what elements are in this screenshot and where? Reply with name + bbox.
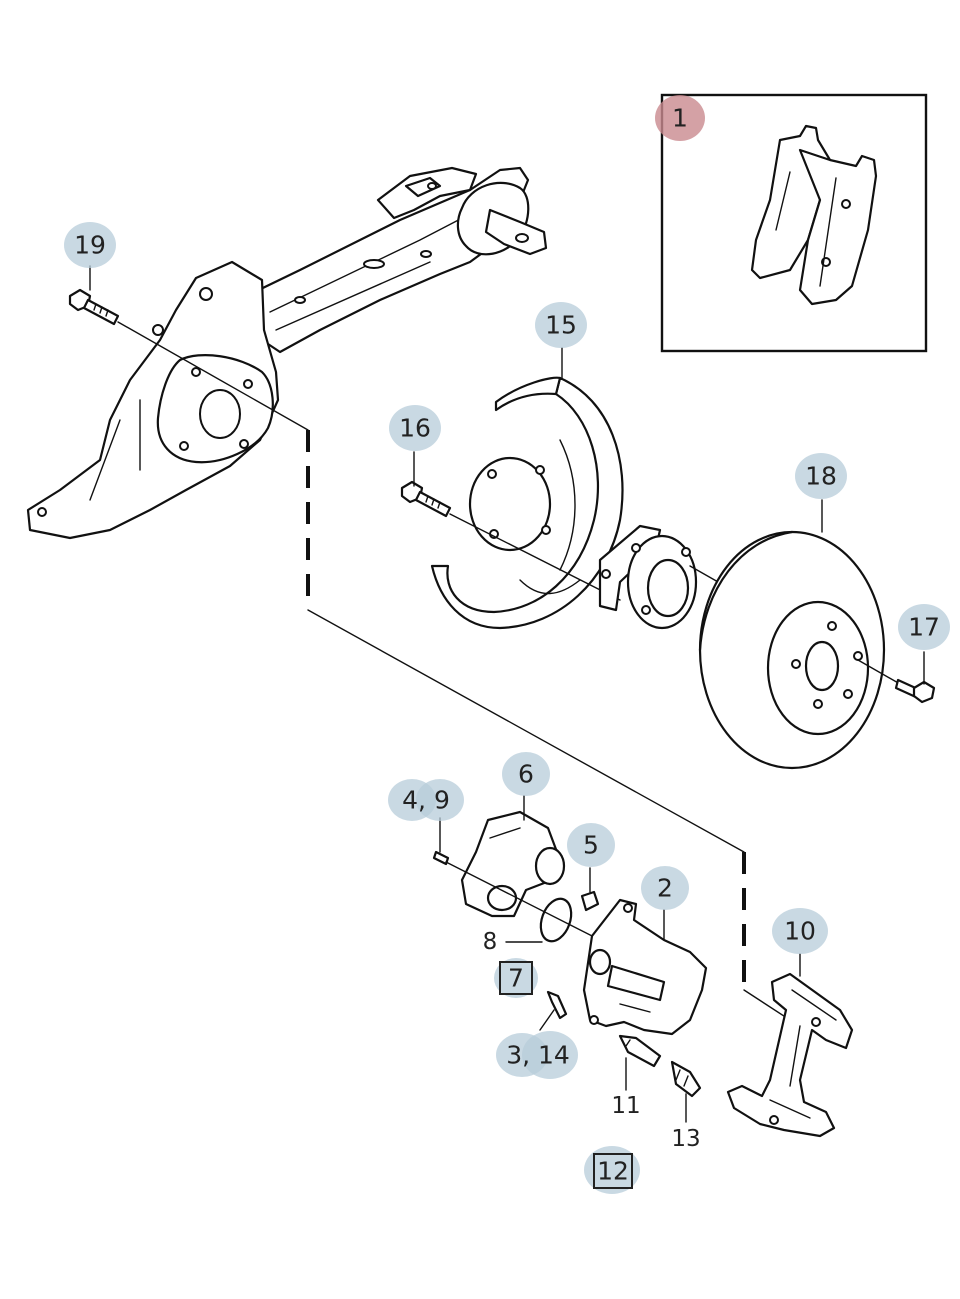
parking-brake-motor-6[interactable] [460, 810, 566, 918]
callout-11[interactable]: 11 [611, 1093, 640, 1119]
svg-text:6: 6 [518, 760, 534, 789]
svg-text:11: 11 [611, 1093, 640, 1119]
disc-screw-17[interactable] [894, 678, 936, 704]
callout-18[interactable]: 18 [795, 453, 847, 499]
svg-text:1: 1 [672, 104, 688, 133]
svg-text:15: 15 [545, 311, 577, 340]
svg-text:5: 5 [583, 831, 599, 860]
wheel-knuckle-trailing-arm[interactable] [26, 166, 548, 540]
motor-screw-4-9[interactable] [432, 850, 450, 866]
svg-text:10: 10 [784, 917, 816, 946]
bleed-screw-5[interactable] [580, 890, 600, 912]
svg-text:3, 14: 3, 14 [506, 1041, 570, 1070]
brake-disc-18[interactable] [698, 530, 886, 770]
svg-text:19: 19 [74, 231, 106, 260]
callout-5[interactable]: 5 [567, 823, 615, 867]
brake-caliper-2[interactable] [582, 898, 708, 1036]
callout-1[interactable]: 1 [655, 95, 705, 141]
callout-10[interactable]: 10 [772, 908, 828, 954]
svg-text:4, 9: 4, 9 [402, 786, 450, 815]
callout-15[interactable]: 15 [535, 302, 587, 348]
shield-bolt-16[interactable] [400, 480, 452, 518]
caliper-bracket-10[interactable] [726, 972, 854, 1138]
callout-19[interactable]: 19 [64, 222, 116, 268]
callout-4-9[interactable]: 4, 9 [388, 779, 464, 821]
knuckle-bolt-19[interactable] [68, 288, 120, 326]
guide-pin-11[interactable] [618, 1034, 662, 1068]
callout-13[interactable]: 13 [671, 1126, 700, 1152]
callout-7[interactable]: 7 [494, 958, 538, 998]
callout-12[interactable]: 12 [584, 1146, 640, 1194]
svg-text:7: 7 [508, 964, 524, 993]
callout-17[interactable]: 17 [898, 604, 950, 650]
brake-dust-shield-15[interactable] [430, 376, 624, 630]
callout-6[interactable]: 6 [502, 752, 550, 796]
svg-text:18: 18 [805, 462, 837, 491]
svg-text:17: 17 [908, 613, 940, 642]
callout-16[interactable]: 16 [389, 405, 441, 451]
guide-pin-13[interactable] [670, 1060, 702, 1098]
svg-text:12: 12 [597, 1157, 629, 1186]
svg-text:13: 13 [671, 1126, 700, 1152]
callout-3-14[interactable]: 3, 14 [496, 1031, 578, 1079]
caliper-bolt-3-14[interactable] [546, 990, 568, 1020]
callout-8[interactable]: 8 [483, 929, 498, 955]
svg-text:16: 16 [399, 414, 431, 443]
brake-pad-set-icon[interactable] [750, 124, 878, 306]
o-ring-8[interactable] [535, 895, 576, 946]
svg-text:8: 8 [483, 929, 498, 955]
callout-2[interactable]: 2 [641, 866, 689, 910]
svg-text:2: 2 [657, 874, 673, 903]
brake-pad-inset [660, 93, 928, 353]
wheel-hub-bearing[interactable] [598, 524, 698, 630]
